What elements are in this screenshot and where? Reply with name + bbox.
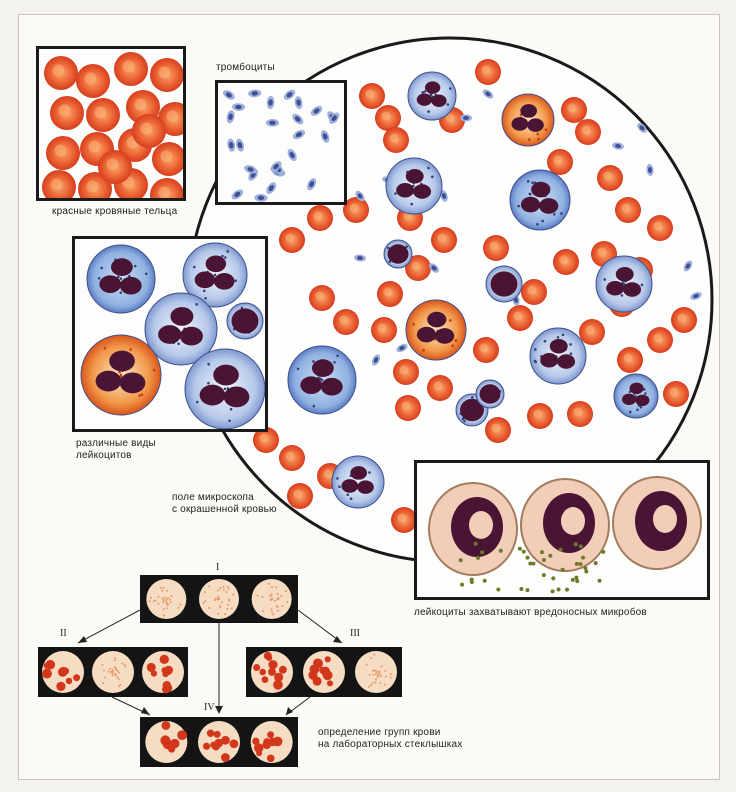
slide-strip-ii xyxy=(38,647,188,697)
blood-groups-caption-line2: на лабораторных стеклышках xyxy=(318,739,462,751)
blood-drop xyxy=(252,579,292,619)
blood-drop xyxy=(199,579,239,619)
blood-drop xyxy=(251,721,293,763)
group-label-iii: III xyxy=(350,628,360,639)
blood-groups-caption-line1: определение групп крови xyxy=(318,727,441,739)
blood-drop xyxy=(145,721,187,763)
blood-drop xyxy=(355,651,397,693)
blood-drop xyxy=(198,721,240,763)
slide-strip-i xyxy=(140,575,298,623)
group-label-iv: IV xyxy=(204,702,215,713)
slide-strip-iii xyxy=(246,647,402,697)
blood-drop xyxy=(146,579,186,619)
blood-drop xyxy=(303,651,345,693)
group-label-i: I xyxy=(216,562,219,573)
group-label-ii: II xyxy=(60,628,67,639)
blood-drop xyxy=(142,651,184,693)
slide-strip-iv xyxy=(140,717,298,767)
blood-drop xyxy=(42,651,84,693)
blood-drop xyxy=(92,651,134,693)
blood-drop xyxy=(251,651,293,693)
